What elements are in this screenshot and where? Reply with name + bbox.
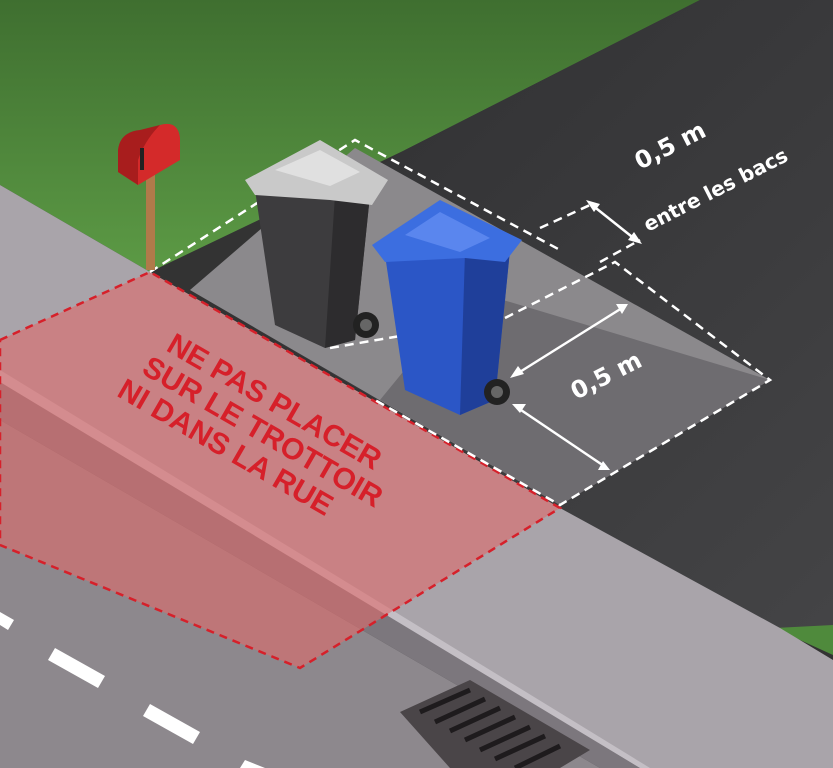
recycling-bin [372,200,522,415]
placement-dashed-outline [149,138,773,507]
dimension-arrows [510,200,642,470]
storm-drain [400,680,590,768]
road-lane-markings [0,612,265,768]
lawn [0,0,700,272]
no-placement-zone [0,270,563,670]
mailbox [118,123,180,270]
garbage-bin [245,140,388,348]
